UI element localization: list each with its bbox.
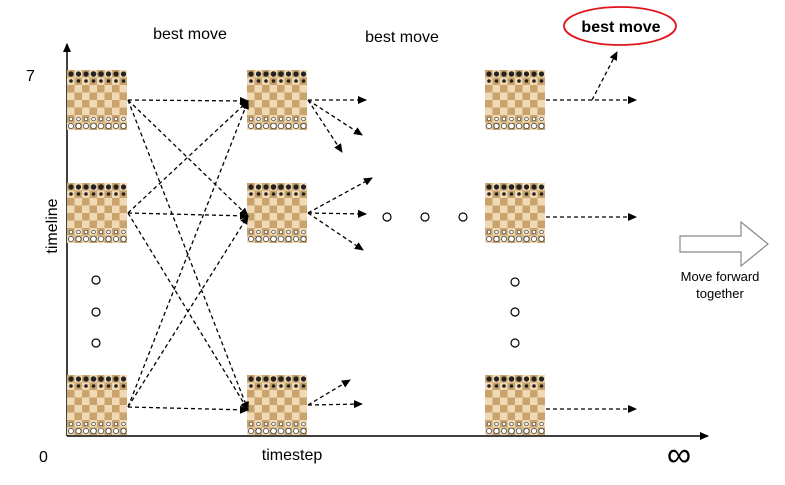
origin-value: 0 bbox=[39, 449, 48, 466]
chess-board-t1-bottom bbox=[246, 374, 308, 436]
chess-board-t0-mid bbox=[66, 182, 128, 244]
best-move-highlight-label: best move bbox=[581, 19, 660, 36]
ellipsis-dots bbox=[91, 212, 520, 348]
move-forward-line-1: Move forward bbox=[681, 269, 760, 284]
best-move-highlight-ellipse bbox=[563, 6, 677, 46]
infinity-symbol: ∞ bbox=[667, 436, 691, 474]
y-axis-title: timeline bbox=[44, 198, 61, 253]
y-axis-top-value: 7 bbox=[26, 68, 35, 85]
chess-board-tn-top bbox=[484, 69, 546, 131]
best-move-label-2: best move bbox=[365, 29, 439, 46]
chess-board-tn-bottom bbox=[484, 374, 546, 436]
move-forward-block-arrow bbox=[679, 220, 769, 268]
chess-board-t0-bottom bbox=[66, 374, 128, 436]
chess-board-t1-top bbox=[246, 69, 308, 131]
transition-arrows bbox=[127, 51, 637, 414]
chess-board-t0-top bbox=[66, 69, 128, 131]
axes bbox=[63, 43, 709, 440]
x-axis-title: timestep bbox=[262, 447, 323, 464]
move-forward-line-2: together bbox=[696, 286, 744, 301]
chess-board-t1-mid bbox=[246, 182, 308, 244]
chess-board-tn-mid bbox=[484, 182, 546, 244]
best-move-label-1: best move bbox=[153, 26, 227, 43]
